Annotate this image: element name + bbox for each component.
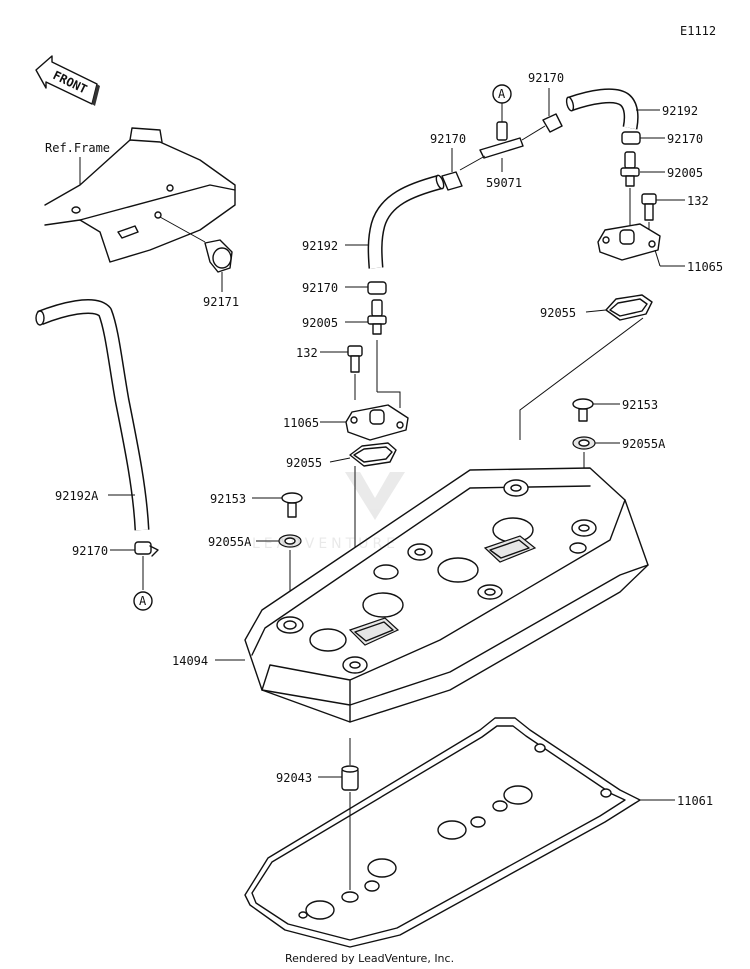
callout-a-bottom: A xyxy=(133,591,153,611)
clamp-92170-right: 92170 xyxy=(621,131,703,146)
label-92192A: 92192A xyxy=(55,489,99,503)
callout-a-top-letter: A xyxy=(498,87,506,101)
grommet-92055A-right: 92055A xyxy=(572,436,666,520)
ref-frame-label: Ref.Frame xyxy=(45,141,110,155)
watermark: LEADVENTURE xyxy=(252,472,405,552)
grommet-92055A-left: 92055A xyxy=(208,534,302,615)
label-59071: 59071 xyxy=(486,176,522,190)
label-92170-mid: 92170 xyxy=(430,132,466,146)
callout-a-bottom-letter: A xyxy=(139,594,147,608)
bolt-92153-right: 92153 xyxy=(572,398,658,422)
label-92043: 92043 xyxy=(276,771,312,785)
watermark-text: LEADVENTURE xyxy=(252,536,399,552)
fitting-92005-left: 92005 xyxy=(302,299,387,392)
label-92170-lower-left: 92170 xyxy=(72,544,108,558)
footer-credit: Rendered by LeadVenture, Inc. xyxy=(285,952,454,965)
bolt-132-right: 132 xyxy=(641,193,709,240)
hose-92192-left: 92192 xyxy=(302,174,445,269)
label-92192-top-right: 92192 xyxy=(662,104,698,118)
front-arrow-icon: FRONT xyxy=(35,55,100,106)
dowel-92043: 92043 xyxy=(276,738,359,890)
tjoint-59071: 59071 xyxy=(459,121,546,190)
bolt-132-left: 132 xyxy=(296,345,363,400)
callout-a-top: A xyxy=(492,84,512,122)
clamp-92170-top: 92170 xyxy=(528,71,564,133)
label-11061: 11061 xyxy=(677,794,713,808)
diagram-code: E1112 xyxy=(680,24,716,38)
clamp-92170-mid: 92170 xyxy=(430,132,466,191)
head-cover-14094: 14094 xyxy=(172,467,649,723)
label-92170-left: 92170 xyxy=(302,281,338,295)
cover-11065-right: 11065 xyxy=(597,223,723,274)
bolt-92153-left: 92153 xyxy=(210,492,303,518)
label-92170-top: 92170 xyxy=(528,71,564,85)
label-92055A-right: 92055A xyxy=(622,437,666,451)
gasket-11061: 11061 xyxy=(244,717,713,948)
clamp-92170-lower-left: 92170 xyxy=(72,541,159,590)
label-92153-right: 92153 xyxy=(622,398,658,412)
label-92005-left: 92005 xyxy=(302,316,338,330)
label-132-right: 132 xyxy=(687,194,709,208)
label-11065-left: 11065 xyxy=(283,416,319,430)
label-92005-right: 92005 xyxy=(667,166,703,180)
cover-11065-left: 11065 xyxy=(283,391,409,441)
label-92171: 92171 xyxy=(203,295,239,309)
label-92055-right: 92055 xyxy=(540,306,576,320)
hose-92192A: 92192A xyxy=(35,298,150,531)
hose-92192-top-right: 92192 xyxy=(565,88,698,130)
label-92192-left: 92192 xyxy=(302,239,338,253)
gasket-92055-right: 92055 xyxy=(519,294,653,440)
label-92055A-left: 92055A xyxy=(208,535,252,549)
label-92055-left: 92055 xyxy=(286,456,322,470)
label-92153-left: 92153 xyxy=(210,492,246,506)
clamp-92171: 92171 xyxy=(203,239,239,309)
ref-frame: Ref.Frame xyxy=(44,127,236,263)
clamp-92170-left: 92170 xyxy=(302,281,387,295)
label-14094: 14094 xyxy=(172,654,208,668)
label-132-left: 132 xyxy=(296,346,318,360)
label-92170-right: 92170 xyxy=(667,132,703,146)
label-11065-right: 11065 xyxy=(687,260,723,274)
fitting-92005-right: 92005 xyxy=(620,151,703,240)
